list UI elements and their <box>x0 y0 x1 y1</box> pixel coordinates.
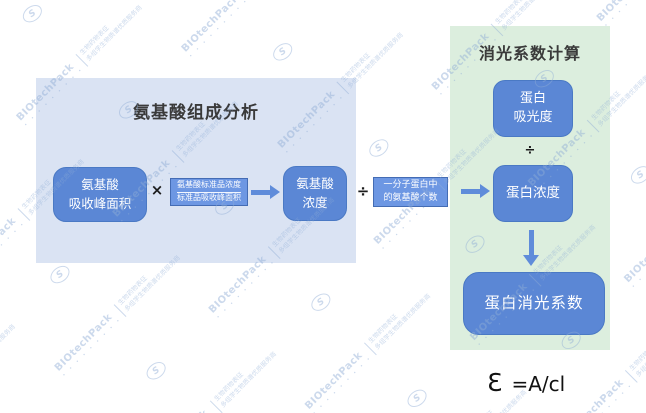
left-panel-title: 氨基酸组成分析 <box>133 103 259 123</box>
node-amino-acid-peak-area: 氨基酸 吸收峰面积 <box>53 167 147 222</box>
watermark-unit: BIOtechPack• • • • • • • • •生物药物表征多组学生物质… <box>621 103 646 290</box>
watermark-logo-icon: S <box>627 162 646 188</box>
arrow-shaft <box>461 188 480 194</box>
watermark-brand: BIOtechPack• • • • • • • • • <box>563 377 635 413</box>
node-text-line: 一分子蛋白中 <box>383 179 438 190</box>
node-residues-per-protein: 一分子蛋白中 的氨基酸个数 <box>373 177 448 207</box>
node-text-line: 的氨基酸个数 <box>383 193 438 203</box>
watermark-logo-icon: S <box>270 39 296 64</box>
watermark-unit: BIOtechPack• • • • • • • • •生物药物表征多组学生物质… <box>149 288 335 413</box>
watermark-divider <box>363 342 377 356</box>
node-standard-ratio-fraction: 氨基酸标准品浓度 标准品吸收峰面积 <box>170 178 248 206</box>
watermark-divider <box>113 304 127 318</box>
node-text-line: 氨基酸 <box>81 177 119 193</box>
watermark-tagline: 生物药物表征多组学生物质谱优质服务商 <box>367 292 432 351</box>
fraction-numerator: 氨基酸标准品浓度 <box>177 180 241 193</box>
watermark-tagline: 生物药物表征多组学生物质谱优质服务商 <box>78 3 144 63</box>
arrow-head <box>480 184 490 198</box>
watermark-divider <box>624 369 638 383</box>
watermark-tagline: 生物药物表征多组学生物质谱优质服务商 <box>628 319 646 379</box>
watermark-brand: BIOtechPack• • • • • • • • • <box>179 0 250 60</box>
fraction-denominator: 标准品吸收峰面积 <box>177 193 241 202</box>
watermark-unit: BIOtechPack• • • • • • • • •生物药物表征多组学生物质… <box>245 384 431 413</box>
node-text-line: 蛋白浓度 <box>506 184 560 201</box>
watermark-logo-icon: S <box>47 262 73 287</box>
multiply-operator: × <box>150 181 164 199</box>
watermark-tagline: 生物药物表征多组学生物质谱优质服务商 <box>213 350 278 409</box>
watermark-unit: BIOtechPack• • • • • • • • •生物药物表征多组学生物质… <box>333 0 519 1</box>
watermark-brand: BIOtechPack• • • • • • • • • <box>52 311 124 379</box>
node-text-line: 吸收峰面积 <box>68 195 132 211</box>
watermark-brand: BIOtechPack• • • • • • • • • <box>595 0 646 28</box>
node-protein-concentration: 蛋白浓度 <box>493 165 573 222</box>
node-text-line: 蛋白消光系数 <box>484 294 584 313</box>
watermark-brand: BIOtechPack• • • • • • • • • <box>302 349 374 413</box>
node-protein-extinction-coefficient: 蛋白消光系数 <box>463 272 605 335</box>
arrow-down-icon <box>523 230 539 266</box>
divide-operator: ÷ <box>524 143 536 158</box>
formula-equation: =A/cl <box>511 372 566 396</box>
watermark-divider <box>75 54 89 67</box>
arrow-shaft <box>528 230 534 255</box>
node-text-line: 氨基酸 <box>296 176 334 192</box>
epsilon-symbol: Ɛ <box>487 368 503 397</box>
node-text-line: 浓度 <box>302 194 328 210</box>
watermark-unit: BIOtechPack• • • • • • • • •生物药物表征多组学生物质… <box>0 261 74 413</box>
watermark-logo-icon: S <box>404 385 431 411</box>
arrow-right-icon <box>251 185 280 199</box>
watermark-logo-icon: S <box>366 135 392 161</box>
watermark-brand: BIOtechPack• • • • • • • • • <box>149 404 220 413</box>
watermark-unit: BIOtechPack• • • • • • • • •生物药物表征多组学生物质… <box>595 0 646 28</box>
watermark-brand: BIOtechPack• • • • • • • • • <box>621 222 646 290</box>
arrow-shaft <box>251 189 270 195</box>
watermark-divider <box>17 208 31 222</box>
watermark-unit: BIOtechPack• • • • • • • • •生物药物表征多组学生物质… <box>0 0 104 32</box>
arrow-head <box>270 185 280 199</box>
divide-operator: ÷ <box>356 182 370 200</box>
extinction-formula: Ɛ =A/cl <box>487 368 565 397</box>
arrow-right-icon <box>461 184 490 198</box>
watermark-logo-icon: S <box>19 1 46 26</box>
node-text-line: 蛋白 <box>519 90 546 106</box>
watermark-brand: BIOtechPack• • • • • • • • • <box>333 0 404 1</box>
watermark-brand: BIOtechPack• • • • • • • • • <box>0 215 27 282</box>
watermark-divider <box>209 400 223 413</box>
arrow-head <box>523 255 539 266</box>
watermark-unit: BIOtechPack• • • • • • • • •生物药物表征多组学生物质… <box>179 0 365 59</box>
watermark-logo-icon: S <box>308 289 334 315</box>
watermark-logo-icon: S <box>143 358 170 384</box>
right-panel-title: 消光系数计算 <box>478 44 581 63</box>
node-amino-acid-concentration: 氨基酸 浓度 <box>283 166 347 221</box>
watermark-unit: BIOtechPack• • • • • • • • •生物药物表征多组学生物质… <box>0 357 170 413</box>
node-protein-absorbance: 蛋白 吸光度 <box>493 80 573 137</box>
node-text-line: 吸光度 <box>513 109 553 125</box>
